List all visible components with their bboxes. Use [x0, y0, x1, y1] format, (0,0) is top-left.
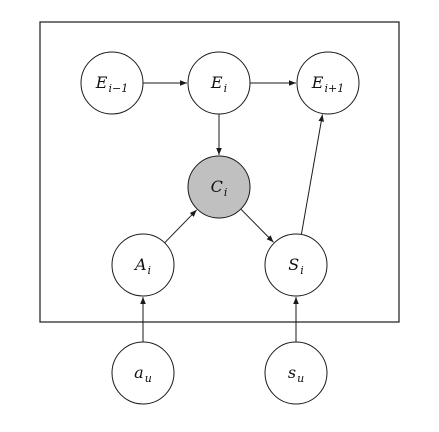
node-label-base: a [134, 363, 144, 382]
node-circle-E_next [296, 51, 360, 115]
node-label-subscript: i [224, 186, 228, 199]
node-label-base: E [95, 73, 108, 92]
node-circle-s_u [264, 341, 328, 405]
node-label-E_next: Ei+1 [311, 73, 344, 95]
node-label-E_cur: Ei [210, 73, 227, 95]
node-E_cur: Ei [187, 51, 251, 115]
node-label-base: E [311, 73, 324, 92]
plate [39, 21, 400, 323]
edge-C-to-S [240, 208, 274, 243]
node-C: Ci [187, 155, 251, 219]
node-circle-S [264, 233, 328, 297]
node-label-subscript: i [300, 264, 304, 277]
edges-layer [140, 80, 325, 342]
node-label-subscript: i [148, 264, 152, 277]
node-label-base: A [133, 255, 147, 274]
node-circle-E_cur [187, 51, 251, 115]
node-label-subscript: i−1 [108, 82, 128, 95]
node-label-subscript: u [297, 372, 304, 385]
node-label-base: s [288, 363, 296, 382]
node-circle-a_u [111, 341, 175, 405]
node-label-base: S [288, 255, 299, 274]
node-circle-A [111, 233, 175, 297]
node-E_next: Ei+1 [296, 51, 360, 115]
node-label-subscript: u [145, 372, 152, 385]
node-label-C: Ci [211, 177, 228, 199]
node-circle-C [187, 155, 251, 219]
node-label-base: C [211, 177, 223, 196]
node-label-base: E [210, 73, 223, 92]
edge-A-to-C [164, 209, 198, 244]
node-S: Si [264, 233, 328, 297]
node-A: Ai [111, 233, 175, 297]
node-label-a_u: au [134, 363, 152, 385]
node-label-subscript: i+1 [324, 82, 344, 95]
node-label-s_u: su [288, 363, 304, 385]
node-label-E_prev: Ei−1 [95, 73, 128, 95]
node-E_prev: Ei−1 [80, 51, 144, 115]
node-a_u: au [111, 341, 175, 405]
edge-S-to-E_next [300, 114, 325, 235]
node-label-A: Ai [133, 255, 151, 277]
node-label-subscript: i [224, 82, 228, 95]
node-label-S: Si [288, 255, 304, 277]
node-circle-E_prev [80, 51, 144, 115]
node-s_u: su [264, 341, 328, 405]
